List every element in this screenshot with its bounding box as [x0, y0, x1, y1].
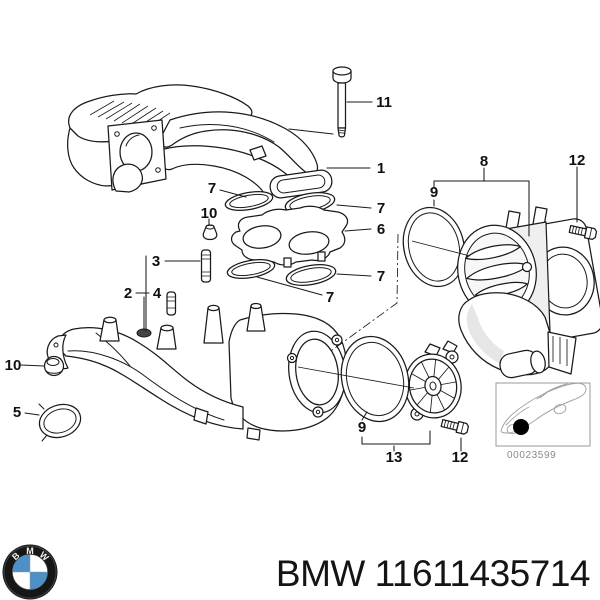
brand-name: BMW [275, 553, 365, 594]
callout-10: 10 [5, 357, 22, 374]
alignment-lines [297, 233, 471, 389]
callout-7: 7 [208, 180, 216, 197]
callout-9: 9 [358, 419, 366, 436]
bmw-logo: B M W [2, 544, 58, 600]
part-carrier-plate-6 [230, 205, 349, 268]
thumbnail-code: 00023599 [507, 450, 556, 461]
part-lower-manifold [46, 302, 347, 441]
callout-12: 12 [569, 152, 586, 169]
part-bolt-12-upper [568, 224, 598, 240]
logo-letter-m: M [26, 546, 34, 556]
part-bolt-12-lower [440, 418, 470, 435]
part-bolt-11 [332, 66, 352, 138]
part-upper-manifold [67, 84, 333, 199]
callout-11: 11 [376, 94, 392, 111]
callout-13: 13 [386, 449, 403, 466]
callout-8: 8 [480, 153, 488, 170]
callout-1: 1 [377, 160, 385, 177]
footer-part-line: BMW 11611435714 [275, 553, 591, 595]
vehicle-thumbnail: 00023599 [495, 382, 591, 461]
callout-7: 7 [377, 268, 385, 285]
car-icon [500, 382, 587, 435]
callout-12: 12 [452, 449, 469, 466]
part-throttle-body-8 [457, 206, 600, 379]
leader-lines [20, 101, 578, 452]
part-clamp-5 [38, 403, 82, 442]
logo-letter-b: B [10, 550, 22, 562]
callout-7: 7 [377, 200, 385, 217]
callout-2: 2 [124, 285, 132, 302]
callout-5: 5 [13, 404, 21, 421]
callout-10: 10 [201, 205, 218, 222]
callout-3: 3 [152, 253, 160, 270]
part-stud-3 [200, 249, 212, 283]
logo-quadrant-blue-tl [12, 554, 30, 572]
part-gasket-7a [224, 191, 274, 211]
callout-6: 6 [377, 221, 385, 238]
part-flange-disc [397, 340, 462, 421]
callout-7: 7 [326, 289, 334, 306]
part-nut-10 [202, 224, 218, 241]
part-gasket-7d [285, 264, 337, 286]
part-oring-9-lower [340, 335, 410, 423]
callout-4: 4 [153, 285, 162, 302]
logo-quadrant-blue-br [30, 572, 48, 590]
part-gasket-7c [226, 259, 276, 279]
callout-9: 9 [430, 184, 438, 201]
part-stud-4 [166, 291, 177, 316]
part-number: 11611435714 [374, 553, 591, 594]
location-dot [513, 419, 529, 435]
part-cap-10 [43, 355, 65, 377]
